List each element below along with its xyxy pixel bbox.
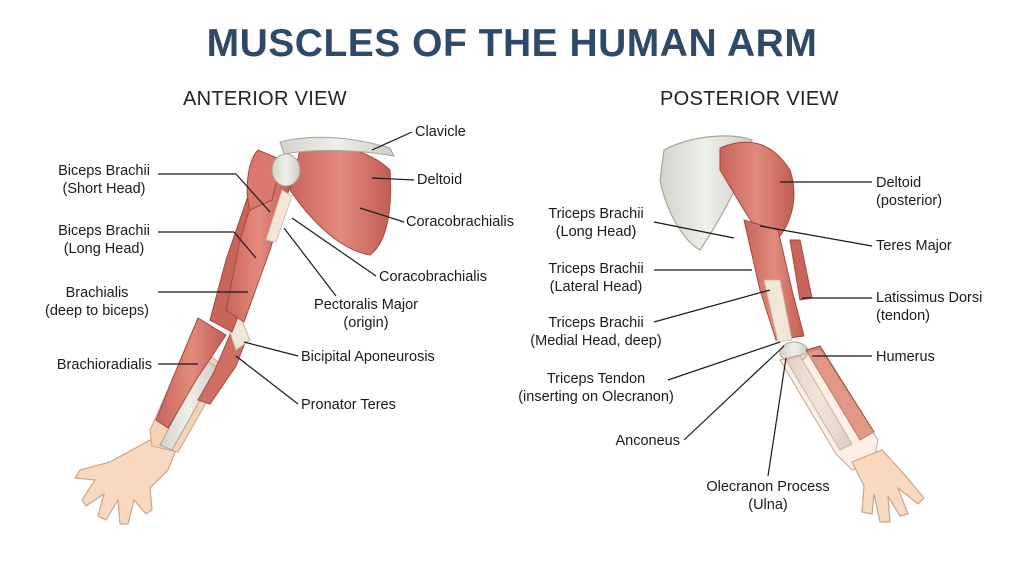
label-triceps-long-line1: Triceps Brachii [548, 206, 644, 222]
label-pectoralis-line1: Pectoralis Major [314, 297, 418, 313]
anterior-tendon [265, 189, 293, 243]
label-triceps-medial-line2: (Medial Head, deep) [530, 333, 662, 349]
leader-triceps-long [653, 221, 735, 239]
label-brachialis-line1: Brachialis [65, 285, 129, 301]
label-triceps-lateral-line2: (Lateral Head) [549, 279, 643, 295]
leader-biceps-short-2 [235, 173, 271, 213]
label-biceps-long-line1: Biceps Brachii [58, 223, 150, 239]
leader-teres-major [759, 225, 873, 247]
leader-anconeus [683, 345, 785, 441]
clavicle-bone [279, 136, 395, 157]
leader-deltoid [371, 177, 415, 181]
label-latissimus-line2: (tendon) [876, 308, 931, 324]
label-brachialis: Brachialis (deep to biceps) [45, 284, 149, 320]
label-latissimus: Latissimus Dorsi (tendon) [876, 289, 982, 325]
anterior-view-title: ANTERIOR VIEW [183, 88, 347, 110]
label-biceps-short-line1: Biceps Brachii [58, 163, 150, 179]
posterior-hand [851, 449, 925, 523]
label-pectoralis-line2: (origin) [343, 315, 389, 331]
label-olecranon: Olecranon Process (Ulna) [706, 478, 829, 514]
label-olecranon-line2: (Ulna) [748, 497, 788, 513]
leader-triceps-medial [653, 289, 771, 323]
label-pronator-teres: Pronator Teres [301, 397, 396, 413]
label-triceps-medial: Triceps Brachii (Medial Head, deep) [530, 314, 661, 350]
label-posterior-deltoid: Deltoid (posterior) [876, 174, 942, 210]
posterior-view-title: POSTERIOR VIEW [660, 88, 839, 110]
posterior-ulna [785, 355, 853, 451]
leader-clavicle [371, 131, 413, 151]
pectoralis-muscle [289, 145, 392, 256]
label-triceps-medial-line1: Triceps Brachii [548, 315, 644, 331]
label-posterior-deltoid-line1: Deltoid [876, 175, 922, 191]
leader-biceps-long-2 [233, 231, 257, 259]
label-coracobrachialis-2: Coracobrachialis [379, 269, 487, 285]
triceps-tendon-shape [763, 279, 793, 343]
leader-pectoralis [283, 227, 337, 297]
leader-coracobrachialis-1 [359, 207, 405, 223]
label-humerus: Humerus [876, 349, 935, 365]
anterior-hand [73, 439, 177, 525]
label-brachialis-line2: (deep to biceps) [45, 303, 149, 319]
label-triceps-tendon-line2: (inserting on Olecranon) [518, 389, 674, 405]
label-triceps-long: Triceps Brachii (Long Head) [548, 205, 643, 241]
label-coracobrachialis-1: Coracobrachialis [406, 214, 514, 230]
label-anconeus: Anconeus [615, 433, 681, 449]
label-bicipital-aponeurosis: Bicipital Aponeurosis [301, 349, 435, 365]
leader-bicipital [243, 341, 299, 357]
label-pectoralis: Pectoralis Major (origin) [314, 296, 418, 332]
label-triceps-tendon-line1: Triceps Tendon [546, 371, 646, 387]
page-title: MUSCLES OF THE HUMAN ARM [206, 22, 818, 65]
label-triceps-lateral-line1: Triceps Brachii [548, 261, 644, 277]
leader-olecranon [767, 357, 787, 477]
posterior-deltoid-muscle [719, 141, 795, 247]
brachioradialis-muscle [155, 317, 227, 429]
posterior-forearm-muscle [805, 345, 875, 441]
label-biceps-long: Biceps Brachii (Long Head) [58, 222, 150, 258]
leader-pronator [235, 355, 299, 405]
label-biceps-short: Biceps Brachii (Short Head) [58, 162, 150, 198]
leader-coracobrachialis-2 [291, 217, 377, 277]
label-latissimus-line1: Latissimus Dorsi [876, 290, 983, 306]
label-brachioradialis: Brachioradialis [56, 357, 152, 373]
posterior-arm [659, 135, 925, 523]
leader-lines [158, 131, 873, 477]
label-deltoid: Deltoid [417, 172, 463, 188]
label-triceps-tendon: Triceps Tendon (inserting on Olecranon) [518, 370, 674, 406]
label-triceps-lateral: Triceps Brachii (Lateral Head) [548, 260, 643, 296]
label-teres-major: Teres Major [876, 238, 952, 254]
latissimus-muscle [789, 239, 813, 301]
label-biceps-long-line2: (Long Head) [63, 241, 145, 257]
label-olecranon-line1: Olecranon Process [706, 479, 830, 495]
label-posterior-deltoid-line2: (posterior) [876, 193, 943, 209]
posterior-forearm-skin [779, 349, 879, 471]
label-biceps-short-line2: (Short Head) [62, 181, 146, 197]
leader-triceps-tendon [667, 341, 781, 381]
anterior-arm [73, 136, 395, 525]
label-clavicle: Clavicle [415, 124, 466, 140]
label-triceps-long-line2: (Long Head) [555, 224, 637, 240]
anterior-humerus-head [271, 153, 301, 187]
